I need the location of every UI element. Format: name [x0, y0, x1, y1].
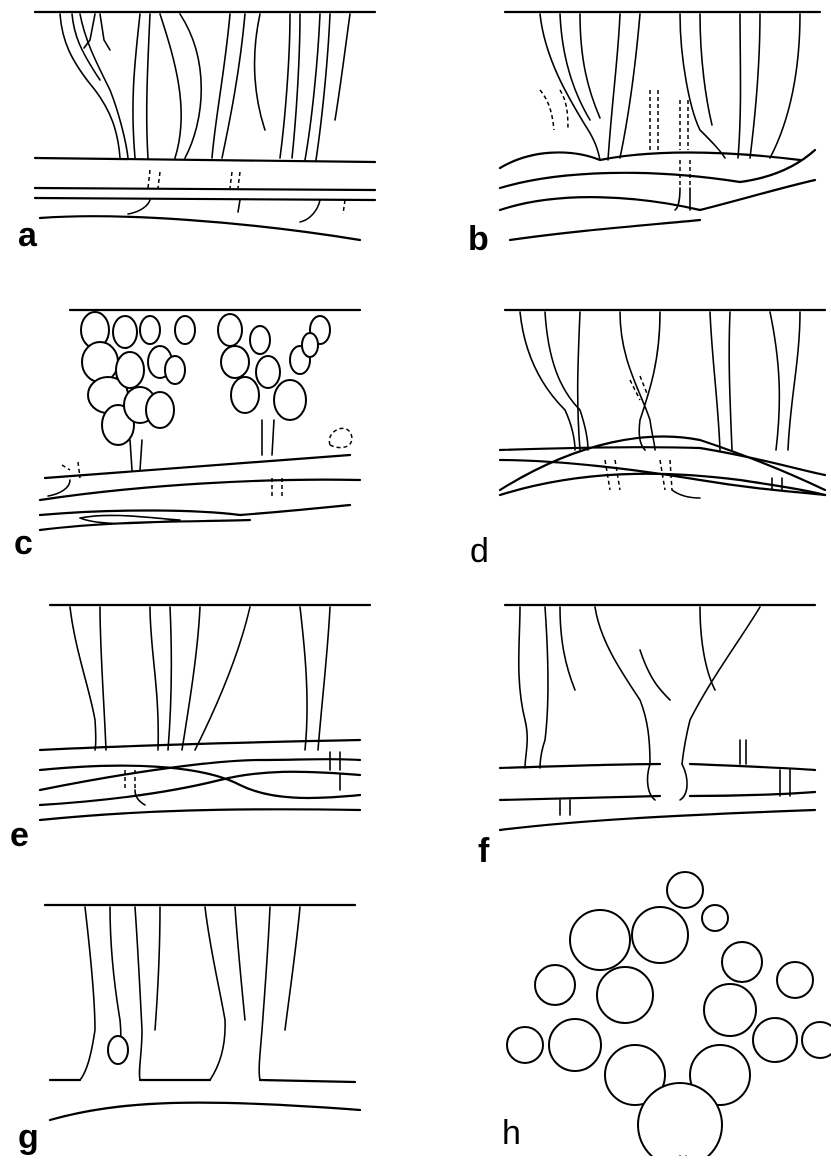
panel-e-drawing	[40, 605, 370, 820]
panel-b-drawing	[500, 12, 820, 240]
panel-c-drawing	[40, 310, 360, 530]
panel-f-drawing	[500, 605, 815, 830]
panel-d-drawing	[500, 310, 825, 498]
panel-label-c: c	[14, 526, 33, 560]
panel-a-drawing	[35, 12, 375, 240]
panel-label-h: h	[502, 1116, 521, 1150]
panel-g-drawing	[45, 905, 360, 1120]
panel-label-g: g	[18, 1120, 39, 1154]
panel-label-a: a	[18, 218, 37, 252]
panel-label-f: f	[478, 834, 489, 868]
panel-label-b: b	[468, 222, 489, 256]
panel-h-drawing	[507, 872, 831, 1156]
panel-label-d: d	[470, 534, 489, 568]
panel-label-e: e	[10, 818, 29, 852]
